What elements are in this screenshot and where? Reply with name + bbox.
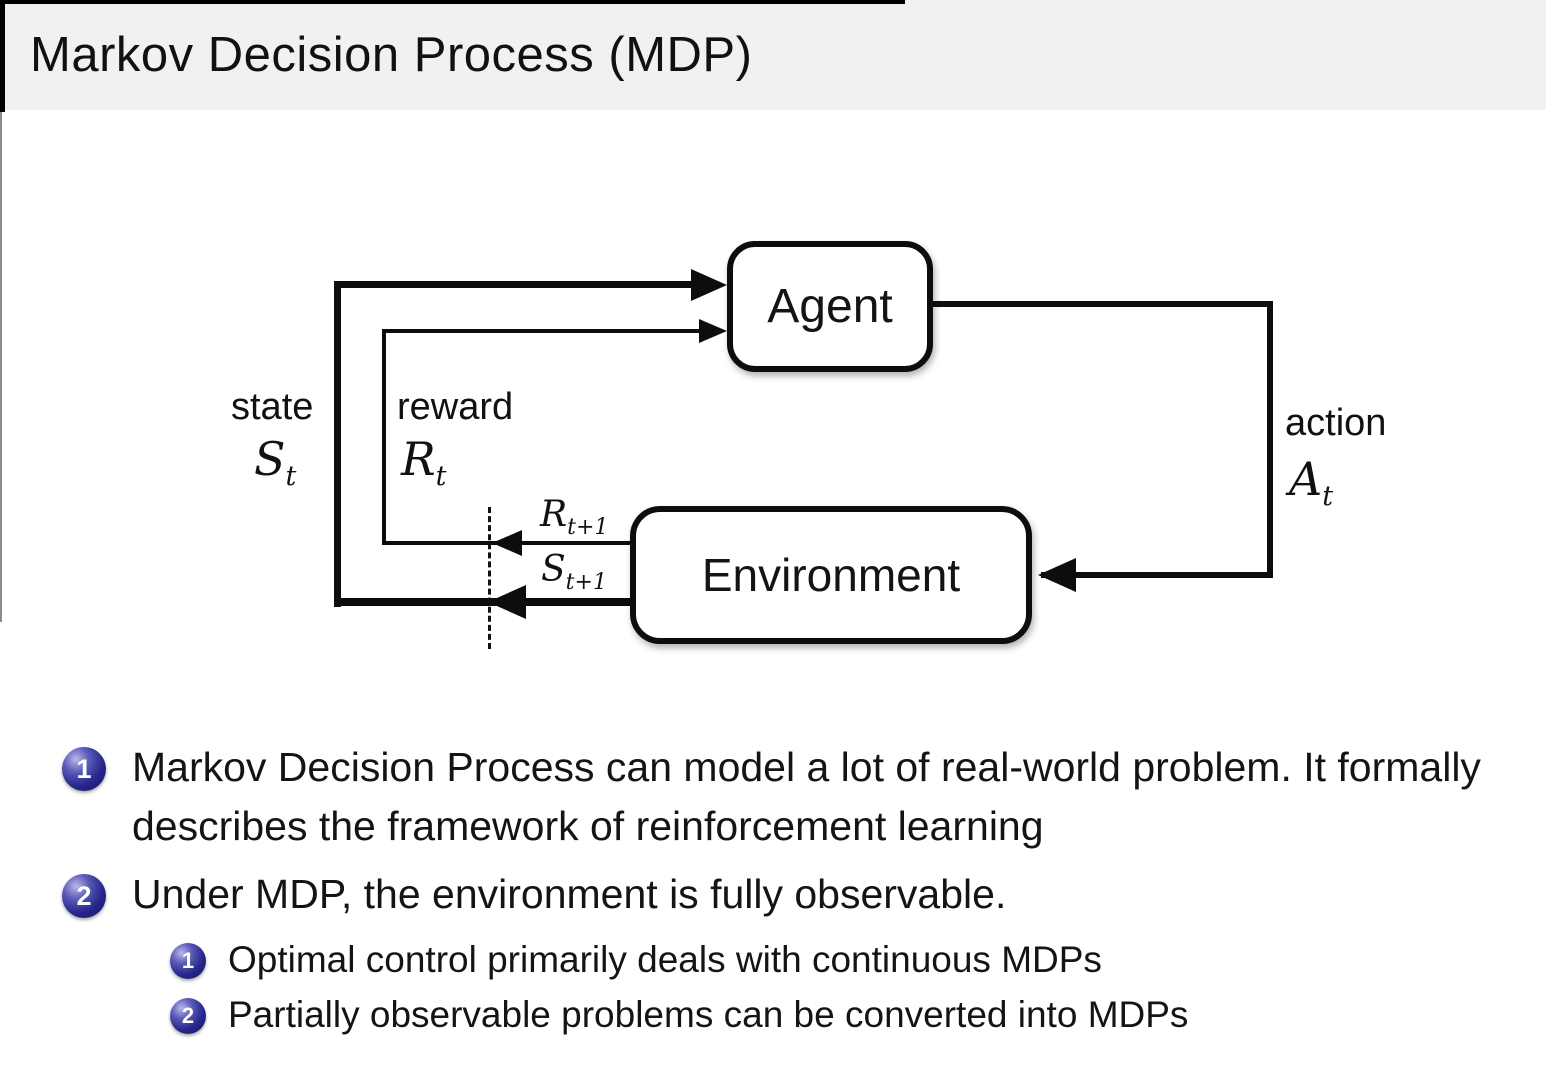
- bullet-text: Markov Decision Process can model a lot …: [132, 744, 1481, 849]
- state-symbol: St: [254, 432, 297, 492]
- screenshot-left-edge: [0, 0, 5, 112]
- state-to-agent-arrowhead-icon: [691, 269, 727, 301]
- sub-bullet-text: Optimal control primarily deals with con…: [228, 938, 1102, 980]
- bullet-number-badge: 2: [62, 874, 106, 919]
- bullet-number-badge: 1: [62, 747, 106, 791]
- reward-to-agent-arrowhead-icon: [699, 319, 727, 343]
- sub-bullet-number-badge: 2: [170, 998, 206, 1035]
- title-bar: Markov Decision Process (MDP): [0, 0, 1546, 110]
- action-line-bottom: [1041, 572, 1273, 578]
- time-step-dashed-line: [488, 507, 491, 649]
- state-label: state: [231, 386, 314, 428]
- bullet-list: 1 Markov Decision Process can model a lo…: [62, 738, 1518, 1045]
- state-line-vertical: [334, 281, 341, 607]
- sub-bullet-text: Partially observable problems can be con…: [228, 994, 1189, 1036]
- list-item: 1 Optimal control primarily deals with c…: [170, 934, 1518, 987]
- slide-title: Markov Decision Process (MDP): [30, 28, 753, 82]
- next-reward-symbol: Rt+1: [540, 494, 609, 540]
- environment-label: Environment: [701, 549, 961, 601]
- state-line-bottom: [336, 598, 632, 606]
- action-line-vertical: [1267, 301, 1273, 578]
- screenshot-left-edge-faint: [0, 112, 2, 622]
- reward-line-vertical: [382, 329, 386, 545]
- agent-label: Agent: [767, 280, 893, 333]
- action-to-environment-arrowhead-icon: [1038, 558, 1076, 592]
- reward-label: reward: [397, 386, 514, 428]
- environment-box: Environment: [630, 506, 1032, 644]
- screenshot-top-edge: [0, 0, 905, 4]
- next-reward-arrowhead-icon: [492, 530, 522, 556]
- action-label: action: [1285, 402, 1387, 444]
- list-item: 2 Under MDP, the environment is fully ob…: [62, 865, 1518, 924]
- agent-box: Agent: [727, 241, 933, 372]
- bullet-text: Under MDP, the environment is fully obse…: [132, 871, 1007, 918]
- list-item: 1 Markov Decision Process can model a lo…: [62, 738, 1518, 855]
- sub-bullet-number-badge: 1: [170, 942, 206, 979]
- sub-bullet-list: 1 Optimal control primarily deals with c…: [170, 934, 1518, 1042]
- next-state-symbol: St+1: [541, 549, 607, 595]
- next-state-arrowhead-icon: [488, 585, 526, 619]
- reward-symbol: Rt: [401, 432, 447, 492]
- reward-line-top: [382, 329, 704, 333]
- state-line-top: [334, 281, 696, 288]
- action-symbol: At: [1289, 452, 1334, 512]
- action-line-top: [928, 301, 1273, 307]
- list-item: 2 Partially observable problems can be c…: [170, 989, 1518, 1042]
